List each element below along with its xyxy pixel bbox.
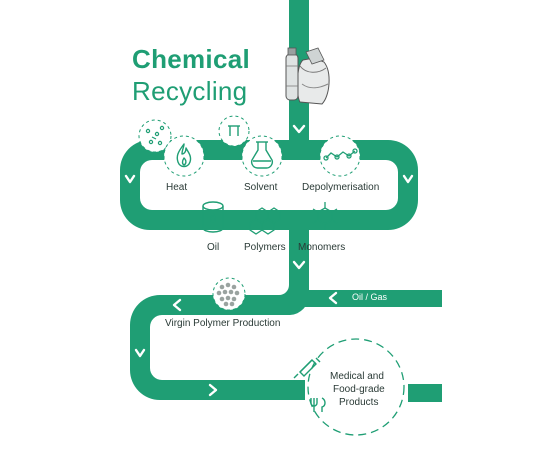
cutlery-icon: [310, 397, 326, 412]
arrow-down-left: [134, 348, 146, 358]
fire-icon: [176, 143, 192, 168]
icon-circles: [138, 115, 361, 177]
products-line1: Medical and: [330, 371, 384, 382]
monomer-icon: [312, 202, 338, 230]
arrow-left-top: [172, 298, 182, 312]
arrow-right-loop: [402, 174, 414, 184]
arrow-left-oil: [328, 291, 338, 305]
polymer-hexagon-icon: [249, 207, 281, 235]
label-solvent: Solvent: [244, 182, 278, 193]
oil-barrel-icon: [202, 201, 224, 233]
scatter-molecule-icon: [145, 125, 165, 146]
products-line2: Food-grade: [333, 384, 385, 395]
flow-arrows: [124, 124, 414, 397]
label-virgin-polymer-production: Virgin Polymer Production: [165, 318, 281, 329]
title-line2: Recycling: [132, 76, 248, 106]
pellets-icon: [212, 277, 246, 311]
title-line1: Chemical: [132, 44, 251, 74]
arrow-down-mid: [292, 260, 306, 270]
label-oil: Oil: [207, 242, 220, 253]
plastic-waste-icon: [285, 47, 330, 105]
split-arrow-icon: [228, 125, 240, 136]
label-depolymerisation: Depolymerisation: [302, 182, 380, 193]
lower-loop: [130, 270, 309, 400]
arrow-right-bottom: [208, 383, 218, 397]
arrow-left-loop: [124, 174, 136, 184]
right-loop: [368, 140, 418, 230]
syringe-icon: [293, 357, 321, 379]
products-circle: [307, 338, 405, 436]
label-heat: Heat: [166, 182, 188, 193]
flask-icon: [250, 141, 274, 169]
label-oil-gas: Oil / Gas: [352, 292, 388, 302]
output-stub: [408, 384, 442, 402]
label-monomers: Monomers: [298, 242, 346, 253]
mid-trunk: [289, 230, 309, 278]
products-line3: Products: [339, 397, 379, 408]
molecule-chain-icon: [323, 148, 358, 161]
label-polymers: Polymers: [244, 242, 286, 253]
left-loop: [120, 140, 170, 230]
arrow-down-top: [292, 124, 306, 134]
